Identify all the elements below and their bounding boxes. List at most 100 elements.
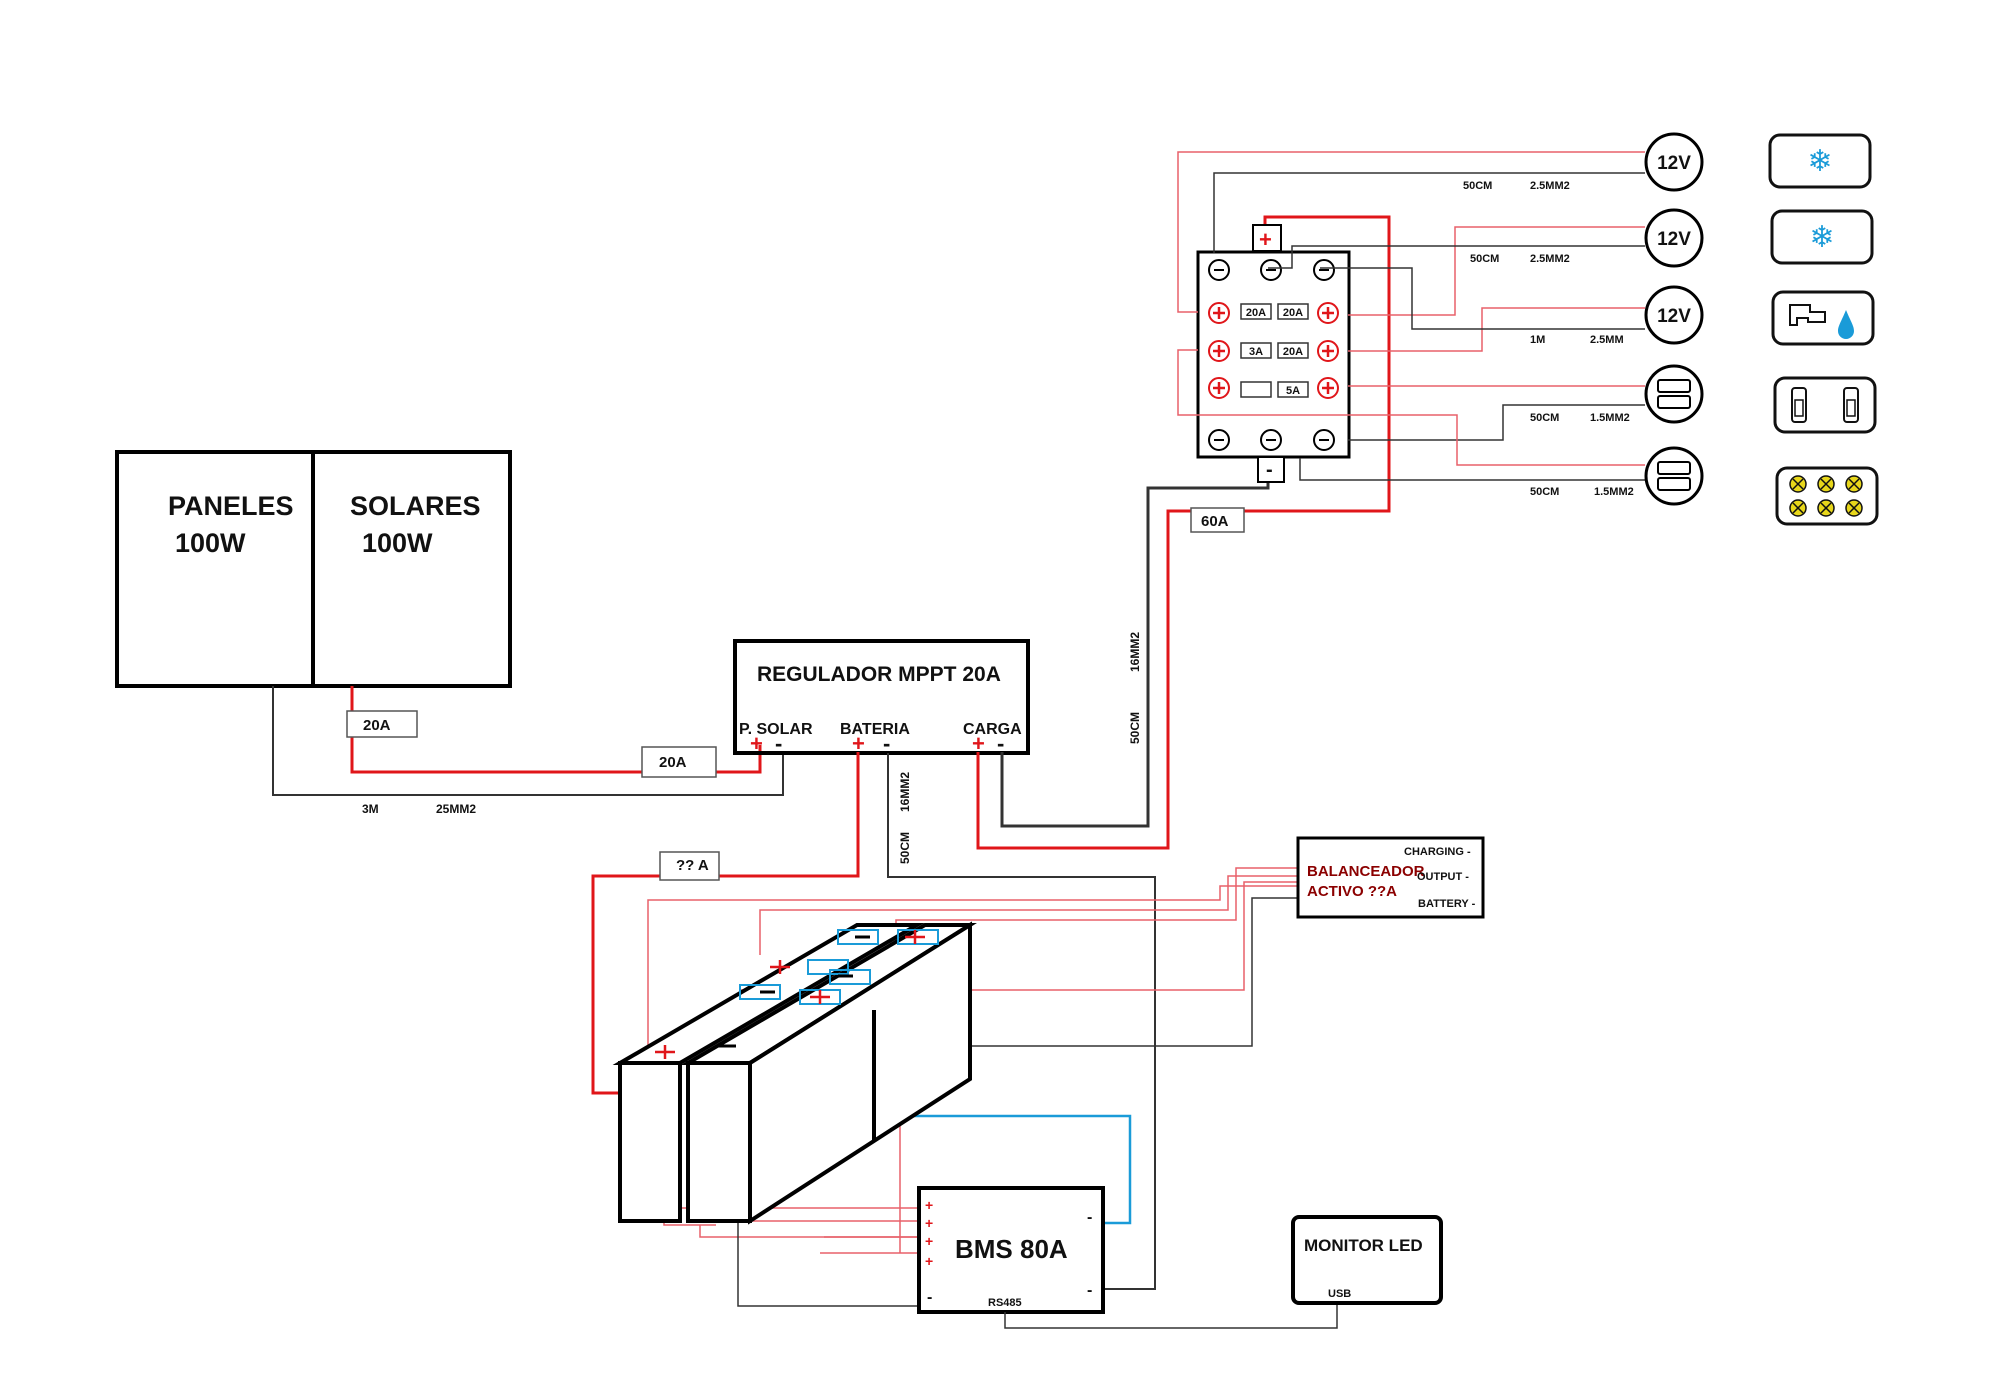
positive-terminal-icon [1208, 302, 1230, 324]
svg-text:?? A: ?? A [676, 857, 709, 874]
svg-text:+: + [925, 1215, 933, 1231]
appliance-icons: ❄ ❄ [1768, 133, 1879, 526]
bms-title: BMS 80A [955, 1234, 1068, 1264]
svg-text:❄: ❄ [1807, 145, 1832, 178]
fuse-slot: 20A [1277, 303, 1309, 320]
battery-pack [612, 867, 1297, 1307]
load-cable-length: 50CM [1128, 712, 1142, 744]
cable-section: 2.5MM2 [1530, 253, 1570, 265]
negative-terminal-icon [1313, 429, 1335, 451]
regulator-title: REGULADOR MPPT 20A [757, 663, 1001, 686]
port-solar-label: P. SOLAR [739, 721, 813, 738]
svg-text:-: - [927, 1289, 932, 1306]
load-negative-wire [1000, 460, 1270, 828]
panel-label-left: PANELES [168, 491, 294, 521]
negative-terminal-icon [1208, 259, 1230, 281]
svg-text:+: + [925, 1197, 933, 1213]
cable-length: 50CM [1530, 412, 1559, 424]
monitor-usb-label: USB [1328, 1288, 1351, 1300]
svg-text:20A: 20A [1246, 307, 1266, 319]
cable-section: 1.5MM2 [1594, 486, 1634, 498]
output-1: 12V [1644, 132, 1704, 192]
balancer-battery: BATTERY - [1418, 898, 1476, 910]
fusebox-main-fuse: 60A [1190, 507, 1245, 533]
port-battery-label: BATERIA [840, 721, 910, 738]
fusebox-negative-terminal [1257, 456, 1285, 483]
panel-power-right: 100W [362, 528, 433, 558]
led-monitor: MONITOR LED USB [1291, 1215, 1443, 1305]
fusebox-minus-sign: - [1266, 459, 1273, 481]
negative-terminal-icon [1260, 429, 1282, 451]
svg-text:12V: 12V [1657, 153, 1691, 174]
port-load-label: CARGA [963, 721, 1022, 738]
positive-terminal-icon [1208, 340, 1230, 362]
led-lights-icon [1775, 466, 1879, 526]
battery-cable-length: 50CM [898, 832, 912, 864]
svg-text:-: - [1087, 1282, 1092, 1299]
svg-text:3A: 3A [1249, 346, 1263, 358]
cable-length: 50CM [1470, 253, 1499, 265]
battery-cable-section: 16MM2 [898, 772, 912, 812]
svg-text:20A: 20A [659, 754, 687, 771]
water-tap-icon [1771, 290, 1875, 346]
freezer-snowflake-icon: ❄ [1770, 209, 1874, 265]
fuse-slot [1240, 381, 1272, 398]
rs485-usb-wire [1004, 1302, 1338, 1329]
svg-text:5A: 5A [1286, 385, 1300, 397]
output-2: 12V [1644, 208, 1704, 268]
positive-terminal-icon [1317, 377, 1339, 399]
bms: BMS 80A RS485 + + + + - - - [917, 1186, 1105, 1314]
cable-length: 50CM [1530, 486, 1559, 498]
cable-section: 2.5MM [1590, 334, 1624, 346]
svg-text:20A: 20A [363, 717, 391, 734]
socket-icon [1657, 379, 1691, 409]
load-minus: - [997, 731, 1004, 756]
monitor-title: MONITOR LED [1304, 1236, 1423, 1255]
svg-text:60A: 60A [1201, 513, 1229, 530]
load-cable-section: 16MM2 [1128, 632, 1142, 672]
negative-terminal-icon [1313, 259, 1335, 281]
solar-cable-length: 3M [362, 802, 379, 816]
battery-plus: + [852, 731, 865, 756]
svg-text:20A: 20A [1283, 307, 1303, 319]
fuse-slot: 5A [1277, 381, 1309, 398]
cable-length: 50CM [1463, 180, 1492, 192]
positive-terminal-icon [1317, 340, 1339, 362]
fuse-slot: 20A [1277, 342, 1309, 359]
solar-input-fuse: 20A [641, 746, 717, 778]
svg-text:+: + [925, 1253, 933, 1269]
negative-terminal-icon [1208, 429, 1230, 451]
battery-fuse: ?? A [659, 851, 720, 881]
bms-rs485-label: RS485 [988, 1297, 1022, 1309]
panel-fuse: 20A [346, 710, 418, 738]
cable-length: 1M [1530, 334, 1545, 346]
fuse-slot: 3A [1240, 342, 1272, 359]
socket-icon [1657, 461, 1691, 491]
mppt-regulator: REGULADOR MPPT 20A P. SOLAR BATERIA CARG… [733, 639, 1030, 756]
negative-terminal-icon [1260, 259, 1282, 281]
fusebox-positive-terminal [1252, 224, 1282, 252]
battery-negative-wire [887, 753, 1156, 1290]
output-3: 12V [1644, 285, 1704, 345]
solar-cable-section: 25MM2 [436, 802, 476, 816]
output-5 [1644, 446, 1704, 506]
positive-terminal-icon [1208, 377, 1230, 399]
solar-plus: + [750, 731, 763, 756]
svg-text:12V: 12V [1657, 306, 1691, 327]
load-positive-wire [976, 215, 1391, 850]
active-balancer: BALANCEADOR ACTIVO ??A CHARGING - OUTPUT… [1220, 836, 1485, 919]
svg-text:20A: 20A [1283, 346, 1303, 358]
balancer-title-2: ACTIVO ??A [1307, 883, 1397, 900]
panel-power-left: 100W [175, 528, 246, 558]
svg-text:-: - [1087, 1209, 1092, 1226]
svg-text:❄: ❄ [1809, 221, 1834, 254]
solar-minus: - [775, 731, 782, 756]
positive-terminal-icon [1317, 302, 1339, 324]
panel-label-right: SOLARES [350, 491, 481, 521]
svg-text:+: + [925, 1233, 933, 1249]
balancer-charging: CHARGING - [1404, 846, 1471, 858]
battery-minus: - [883, 731, 890, 756]
output-4 [1644, 364, 1704, 424]
